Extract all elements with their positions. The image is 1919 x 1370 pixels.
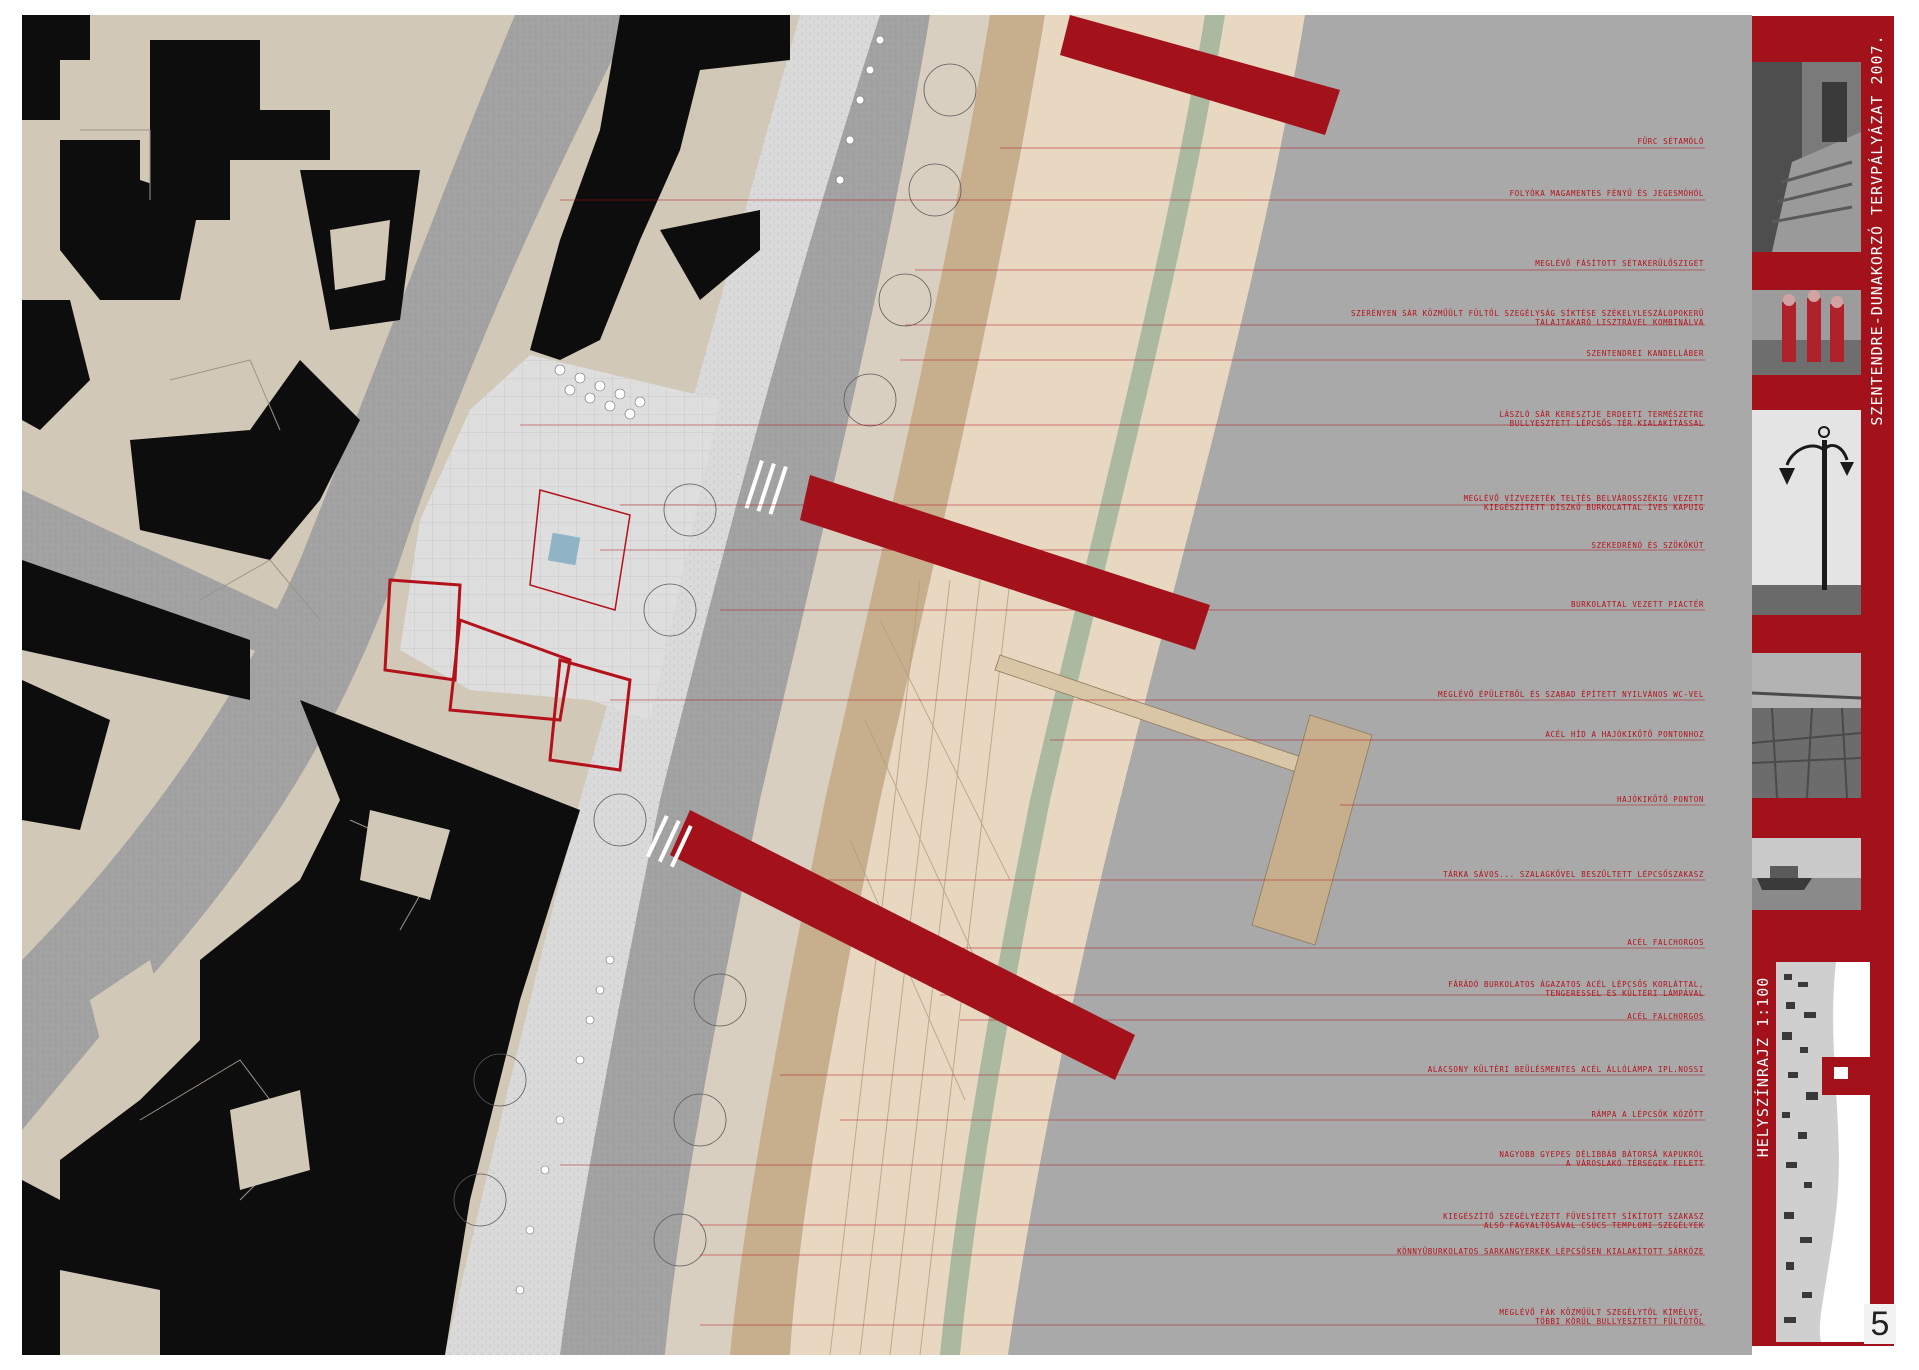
label-pontoon: HAJÓKIKÖTŐ PONTON	[1617, 795, 1704, 804]
buildings	[22, 15, 790, 1355]
project-title: SZENTENDRE-DUNAKORZÓ TERVPÁLYÁZAT 2007.	[1868, 34, 1886, 426]
label-stepped-square: LÁSZLÓ SÁR KERESZTJE ERDEETI TERMÉSZETRE…	[1499, 410, 1704, 428]
red-piers	[670, 15, 1340, 1080]
label-candelabra: SZENTENDREI KANDELLÁBER	[1586, 349, 1704, 358]
label-paving: KÖNNYŰBURKOLATOS SARKANGYERKEK LÉPCSŐSEN…	[1397, 1247, 1704, 1256]
label-railing: FÁRÁDÓ BURKOLATOS ÁGAZATOS ACÉL LÉPCSŐS …	[1448, 980, 1704, 998]
main-street	[22, 15, 635, 1130]
site-plan	[22, 15, 1752, 1356]
label-bridge: ACÉL HÍD A HAJÓKIKÖTŐ PONTONHOZ	[1545, 730, 1704, 739]
plaza-outline	[529, 489, 631, 611]
label-gutter: FOLYÓKA MAGAMENTES FÉNYŰ ÉS JEGESMÓHÓL	[1509, 189, 1704, 198]
stair-stripes	[645, 460, 788, 868]
label-planting: SZERÉNYEN SÁR KÖZMŰÜLT FÜLTŐL SZEGÉLYSÁG…	[1351, 309, 1704, 327]
photo-street-lamp	[1752, 410, 1861, 615]
label-existing-trees: MEGLÉVŐ FÁK KÖZMŰÜLT SZEGÉLYTŐL KÍMÉLVE,…	[1499, 1308, 1704, 1326]
page-number: 5	[1864, 1304, 1896, 1344]
photo-people	[1752, 290, 1861, 375]
label-stair-section: TÁRKA SÁVOS... SZALAGKŐVEL BESZŰLTETT LÉ…	[1443, 870, 1704, 879]
fountain	[547, 532, 581, 566]
label-tree-island: MEGLÉVŐ FÁSÍTOTT SÉTAKERÜLŐSZIGET	[1535, 259, 1704, 268]
label-aqueduct: MEGLÉVŐ VÍZVEZETÉK TELTÉS BELVÁROSSZÉKIG…	[1463, 494, 1704, 512]
ferry-pontoon	[1251, 714, 1373, 946]
label-fountain: SZÉKEDRÉNÓ ÉS SZÖKŐKÚT	[1591, 541, 1704, 550]
label-wall-2: ACÉL FALCHORGOS	[1627, 1012, 1704, 1021]
seating-area	[554, 364, 646, 420]
label-market: BURKOLATTAL VEZETT PIACTÉR	[1571, 600, 1704, 609]
label-wall-1: ACÉL FALCHORGOS	[1627, 938, 1704, 947]
wc-building	[383, 578, 632, 772]
trees	[453, 63, 977, 1267]
label-grass-strip: KIEGÉSZÍTŐ SZEGÉLYEZETT FŰVESÍTETT SÍKÍT…	[1443, 1212, 1704, 1230]
bench-groups	[515, 35, 885, 1295]
label-ramp: RÁMPA A LÉPCSŐK KÖZÖTT	[1591, 1110, 1704, 1119]
photo-boat	[1752, 838, 1861, 910]
courtyards	[90, 220, 450, 1190]
label-lawn: NAGYOBB GYEPES DÉLIBBÁB BÁTORSÁ KAPUKRÓL…	[1499, 1150, 1704, 1168]
leader-lines	[520, 147, 1705, 1326]
label-sea-wall: FŰRC SÉTAMÓLÓ	[1637, 137, 1704, 146]
side-street	[22, 490, 330, 680]
label-wc: MEGLÉVŐ ÉPÜLETBŐL ÉS SZABAD ÉPÍTETT NYIL…	[1438, 690, 1704, 699]
label-lamp: ALACSONY KÜLTÉRI BEÜLÉSMENTES ACÉL ÁLLÓL…	[1427, 1065, 1704, 1074]
photo-riverbank-wall	[1752, 653, 1861, 798]
site-location-map	[1776, 962, 1870, 1342]
site-plan-title: HELYSZÍNRAJZ 1:100	[1754, 976, 1772, 1158]
photo-old-street	[1752, 62, 1861, 252]
